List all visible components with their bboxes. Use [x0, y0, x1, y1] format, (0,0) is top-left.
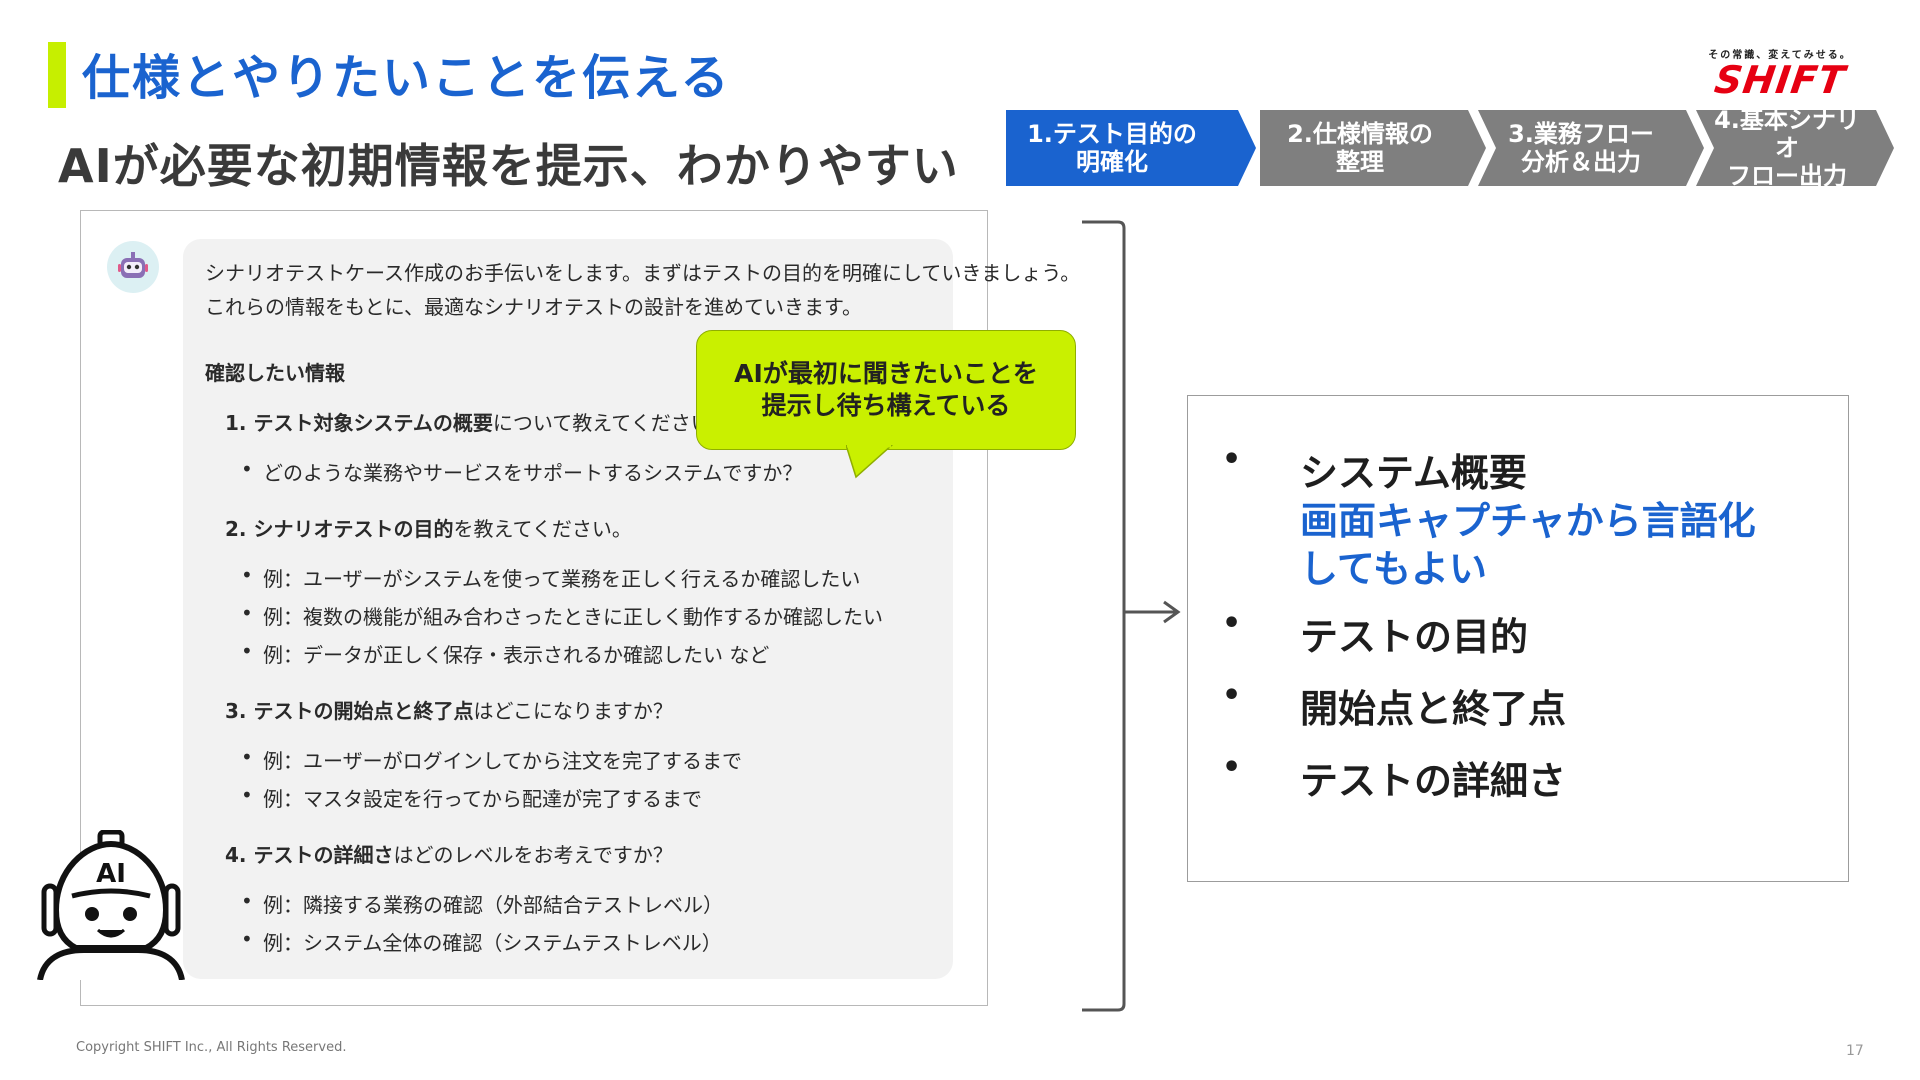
question-1-bullet-1: どのような業務やサービスをサポートするシステムですか？: [241, 457, 802, 486]
step-1-shape: [1006, 110, 1256, 186]
question-4-bold: 4. テストの詳細さ: [225, 843, 394, 867]
question-1: 1. テスト対象システムの概要について教えてください。: [225, 407, 731, 436]
summary-item-1-note-line1: 画面キャプチャから言語化: [1300, 499, 1756, 543]
chat-heading: 確認したい情報: [205, 361, 345, 385]
question-3-rest: はどこになりますか？: [473, 699, 673, 723]
question-4-rest: はどのレベルをお考えですか？: [393, 843, 673, 867]
step-3-line1: 3.業務フロー: [1508, 120, 1654, 148]
question-1-rest: について教えてください。: [492, 411, 731, 435]
ai-robot-illustration: AI: [37, 830, 185, 980]
summary-item-3-text: 開始点と終了点: [1300, 687, 1567, 731]
page-number: 17: [1846, 1043, 1864, 1059]
shift-logo: その常識、変えてみせる。 SHIFT: [1700, 46, 1860, 102]
question-2-bold: 2. シナリオテストの目的: [225, 517, 454, 541]
chat-intro-line1: シナリオテストケース作成のお手伝いをします。まずはテストの目的を明確にしていきま…: [205, 261, 1081, 285]
logo-wordmark: SHIFT: [1711, 58, 1849, 102]
callout-line2: 提示し待ち構えている: [761, 391, 1011, 420]
page-title: 仕様とやりたいことを伝える: [82, 50, 731, 106]
step-2-shape: [1260, 110, 1486, 186]
step-1: 1.テスト目的の明確化: [1006, 110, 1246, 186]
callout-tail-shape: [846, 445, 894, 479]
step-2-line2: 整理: [1335, 148, 1384, 176]
question-4-bullet-2: 例：システム全体の確認（システムテストレベル）: [241, 927, 722, 956]
step-1-line2: 明確化: [1075, 148, 1148, 176]
step-4-line2: フロー出力: [1727, 162, 1847, 190]
question-4: 4. テストの詳細さはどのレベルをお考えですか？: [225, 839, 673, 868]
summary-item-4-text: テストの詳細さ: [1300, 759, 1567, 803]
question-3: 3. テストの開始点と終了点はどこになりますか？: [225, 695, 673, 724]
step-4: 4.基本シナリオフロー出力: [1706, 106, 1896, 190]
summary-box: • システム概要 画面キャプチャから言語化 してもよい • テストの目的 • 開…: [1187, 395, 1849, 882]
logo-tagline: その常識、変えてみせる。: [1708, 50, 1852, 61]
question-3-bold: 3. テストの開始点と終了点: [225, 699, 474, 723]
summary-item-1-note-line2: してもよい: [1300, 547, 1487, 591]
robot-ai-label: AI: [96, 859, 126, 889]
question-2-bullet-1: 例：ユーザーがシステムを使って業務を正しく行えるか確認したい: [241, 563, 860, 592]
question-4-bullet-1: 例：隣接する業務の確認（外部結合テストレベル）: [241, 889, 723, 918]
bullet-dot-1: •: [1222, 442, 1242, 477]
step-1-line1: 1.テスト目的の: [1027, 120, 1197, 148]
steps-chevron-shapes: [1006, 110, 1894, 186]
bullet-dot-3: •: [1222, 678, 1242, 713]
step-4-line1: 4.基本シナリオ: [1714, 106, 1860, 162]
copyright-footer: Copyright SHIFT Inc., All Rights Reserve…: [76, 1040, 347, 1055]
bracket-arrow: [1082, 220, 1181, 1012]
step-3-shape: [1478, 110, 1704, 186]
bullet-dot-2: •: [1222, 606, 1242, 641]
question-3-bullet-1: 例：ユーザーがログインしてから注文を完了するまで: [241, 745, 742, 774]
callout-line1: AIが最初に聞きたいことを: [734, 359, 1038, 388]
step-3-line2: 分析＆出力: [1520, 148, 1641, 176]
summary-item-1-text: システム概要: [1300, 451, 1527, 495]
question-2-rest: を教えてください。: [453, 517, 632, 541]
summary-item-2-text: テストの目的: [1300, 615, 1529, 659]
question-2-bullet-3: 例：データが正しく保存・表示されるか確認したい など: [241, 639, 769, 668]
robot-face-icon: [118, 252, 148, 278]
question-1-bold: 1. テスト対象システムの概要: [225, 411, 493, 435]
step-2: 2.仕様情報の整理: [1264, 110, 1484, 186]
page-subtitle: AIが必要な初期情報を提示、わかりやすい: [58, 139, 959, 193]
question-2-bullet-2: 例：複数の機能が組み合わさったときに正しく動作するか確認したい: [241, 601, 883, 630]
question-3-bullet-2: 例：マスタ設定を行ってから配達が完了するまで: [241, 783, 702, 812]
question-2: 2. シナリオテストの目的を教えてください。: [225, 513, 632, 542]
process-steps: 1.テスト目的の明確化 2.仕様情報の整理 3.業務フロー分析＆出力 4.基本シ…: [1006, 106, 1896, 190]
bullet-dot-4: •: [1222, 750, 1242, 785]
title-accent-bar: [48, 42, 66, 108]
step-4-shape: [1696, 110, 1894, 186]
callout-note: AIが最初に聞きたいことを 提示し待ち構えている: [696, 330, 1076, 450]
step-2-line1: 2.仕様情報の: [1287, 120, 1433, 148]
bot-avatar: [107, 241, 159, 293]
step-3: 3.業務フロー分析＆出力: [1490, 110, 1700, 186]
chat-intro-line2: これらの情報をもとに、最適なシナリオテストの設計を進めていきます。: [205, 295, 862, 319]
